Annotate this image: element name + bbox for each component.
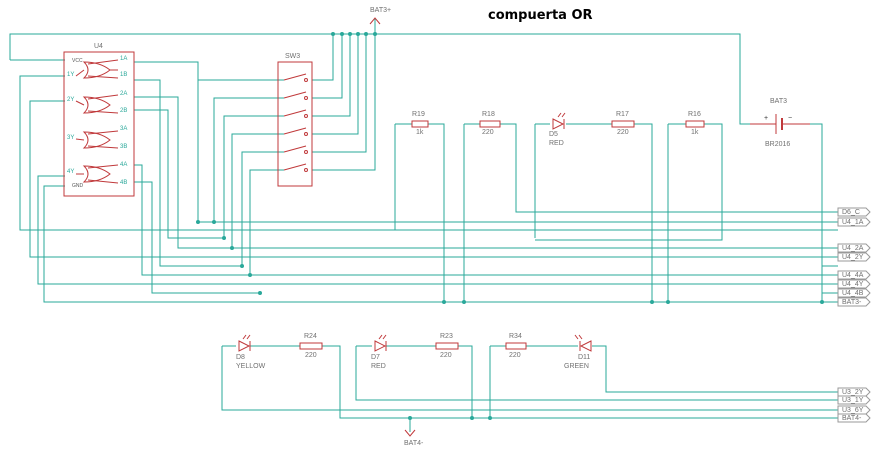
svg-text:4A: 4A xyxy=(120,162,127,168)
svg-text:3Y: 3Y xyxy=(67,135,74,141)
battery-ref: BAT3 xyxy=(770,98,787,105)
resistor-r34[interactable]: R34 220 xyxy=(505,333,527,359)
resistor-r23[interactable]: R23 220 xyxy=(435,333,459,359)
battery-value: BR2016 xyxy=(765,141,790,148)
svg-text:D8: D8 xyxy=(236,354,245,361)
svg-text:R34: R34 xyxy=(509,333,522,340)
svg-text:220: 220 xyxy=(617,129,629,136)
svg-text:U3_2Y: U3_2Y xyxy=(842,389,864,396)
ic-ref: U4 xyxy=(94,43,103,50)
svg-text:U4_2Y: U4_2Y xyxy=(842,254,864,261)
svg-text:BAT4-: BAT4- xyxy=(404,440,424,447)
svg-text:U3_6Y: U3_6Y xyxy=(842,407,864,414)
resistor-r16[interactable]: R16 1k xyxy=(685,111,705,136)
net-label: D6_C xyxy=(837,207,871,217)
svg-text:1Y: 1Y xyxy=(67,72,74,78)
svg-text:GND: GND xyxy=(72,183,84,189)
svg-text:BAT3+: BAT3+ xyxy=(370,7,391,14)
power-bat3-plus: BAT3+ xyxy=(369,7,391,25)
svg-text:R23: R23 xyxy=(440,333,453,340)
svg-text:R24: R24 xyxy=(304,333,317,340)
resistor-r18[interactable]: R18 220 xyxy=(479,111,501,136)
svg-text:1A: 1A xyxy=(120,56,127,62)
net-label: U4_2Y xyxy=(837,252,871,262)
svg-text:3A: 3A xyxy=(120,126,127,132)
svg-text:R16: R16 xyxy=(688,111,701,118)
svg-text:2Y: 2Y xyxy=(67,97,74,103)
led-emission-icon xyxy=(574,334,583,340)
svg-text:2B: 2B xyxy=(120,108,127,114)
dip-switch-sw3[interactable]: SW3 xyxy=(277,53,313,187)
net-labels-bottom: U3_2Y U3_1Y U3_6Y BAT4- xyxy=(837,387,871,423)
svg-text:R18: R18 xyxy=(482,111,495,118)
net-label: U3_1Y xyxy=(837,395,871,405)
net-label: U4_4A xyxy=(837,270,871,280)
net-label: BAT3- xyxy=(837,297,871,307)
junctions xyxy=(196,32,824,420)
svg-text:D11: D11 xyxy=(578,354,590,361)
led-emission-icon xyxy=(242,334,251,340)
switch-contacts-icon xyxy=(283,73,308,172)
led-d11[interactable]: D11 GREEN xyxy=(564,334,592,370)
led-emission-icon xyxy=(557,112,566,118)
svg-text:4B: 4B xyxy=(120,180,127,186)
svg-text:1k: 1k xyxy=(691,129,699,136)
schematic-title: compuerta OR xyxy=(488,8,593,23)
svg-text:4Y: 4Y xyxy=(67,169,74,175)
net-labels-top: D6_C U4_1A U4_2A U4_2Y U4_4A U4_4Y U4_4B… xyxy=(837,207,871,307)
svg-text:BAT3-: BAT3- xyxy=(842,299,862,306)
resistor-r24[interactable]: R24 220 xyxy=(299,333,323,359)
svg-text:U4_4A: U4_4A xyxy=(842,272,864,279)
svg-text:R17: R17 xyxy=(616,111,629,118)
battery-bat3[interactable]: BAT3 + − BR2016 xyxy=(750,98,810,148)
svg-text:U3_1Y: U3_1Y xyxy=(842,397,864,404)
svg-text:GREEN: GREEN xyxy=(564,363,589,370)
or-gate-4-icon xyxy=(76,164,119,184)
ic-u4[interactable]: U4 VCC 1Y 2Y 3Y 4Y GND 1A 1B 2A 2B 3A 3B… xyxy=(63,43,135,197)
net-label: U4_4B xyxy=(837,288,871,298)
or-gate-1-icon xyxy=(75,59,119,79)
svg-text:U4_2A: U4_2A xyxy=(842,245,864,252)
svg-text:U4_4B: U4_4B xyxy=(842,290,864,297)
or-gate-3-icon xyxy=(75,130,119,149)
net-label: U4_2A xyxy=(837,243,871,253)
battery-minus: − xyxy=(788,115,792,122)
net-label: U3_6Y xyxy=(837,405,871,415)
led-d5[interactable]: D5 RED xyxy=(549,112,566,147)
svg-text:U4_4Y: U4_4Y xyxy=(842,281,864,288)
led-d8[interactable]: D8 YELLOW xyxy=(236,334,266,370)
svg-text:R19: R19 xyxy=(412,111,425,118)
battery-plus: + xyxy=(764,115,768,122)
resistor-r19[interactable]: R19 1k xyxy=(411,111,429,136)
svg-text:BAT4-: BAT4- xyxy=(842,415,862,422)
svg-text:220: 220 xyxy=(482,129,494,136)
power-bat4-minus: BAT4- xyxy=(404,429,424,447)
svg-text:D5: D5 xyxy=(549,131,558,138)
svg-text:1k: 1k xyxy=(416,129,424,136)
svg-text:1B: 1B xyxy=(120,72,127,78)
net-label: U4_4Y xyxy=(837,279,871,289)
svg-text:220: 220 xyxy=(440,352,452,359)
svg-text:VCC: VCC xyxy=(72,58,83,64)
svg-text:3B: 3B xyxy=(120,144,127,150)
svg-text:D6_C: D6_C xyxy=(842,209,860,216)
svg-text:YELLOW: YELLOW xyxy=(236,363,266,370)
svg-text:RED: RED xyxy=(371,363,386,370)
svg-text:220: 220 xyxy=(305,352,317,359)
resistor-r17[interactable]: R17 220 xyxy=(611,111,635,136)
svg-text:U4_1A: U4_1A xyxy=(842,219,864,226)
svg-text:D7: D7 xyxy=(371,354,380,361)
wires xyxy=(9,18,838,432)
switch-ref: SW3 xyxy=(285,53,300,60)
led-emission-icon xyxy=(378,334,387,340)
net-label: U3_2Y xyxy=(837,387,871,397)
led-d7[interactable]: D7 RED xyxy=(371,334,387,370)
svg-text:RED: RED xyxy=(549,140,564,147)
net-label: U4_1A xyxy=(837,217,871,227)
net-label: BAT4- xyxy=(837,413,871,423)
svg-text:220: 220 xyxy=(509,352,521,359)
or-gate-2-icon xyxy=(75,94,119,114)
svg-text:2A: 2A xyxy=(120,91,127,97)
